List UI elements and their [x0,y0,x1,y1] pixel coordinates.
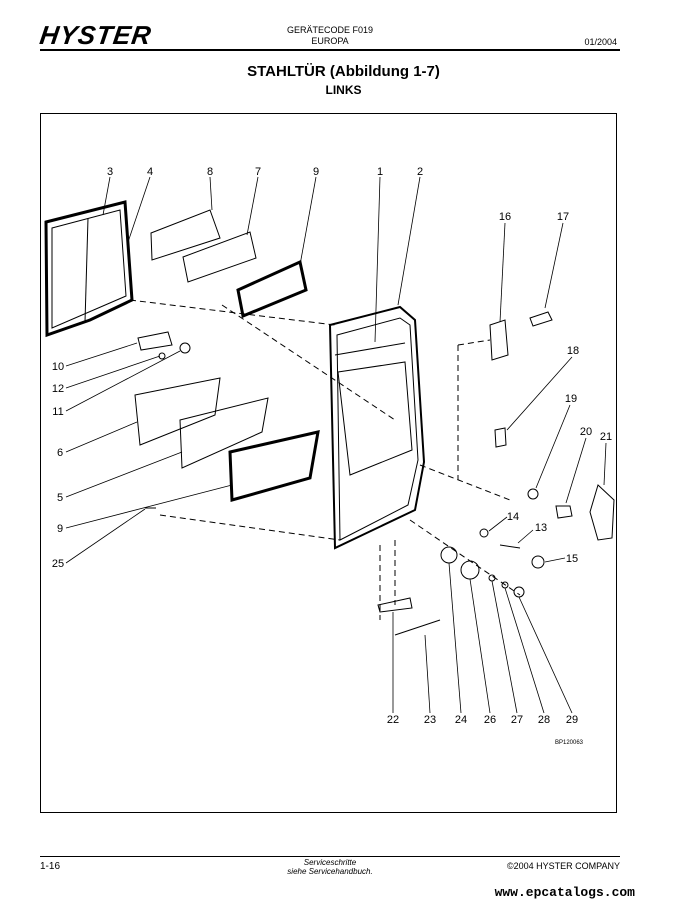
part-8 [150,209,221,261]
callout-20: 20 [580,426,592,438]
callout-5: 5 [57,492,63,504]
part-13-14 [479,528,489,538]
page-number: 1-16 [40,861,61,872]
hyster-logo: HYSTER [37,20,154,50]
part-17-pin [529,311,553,327]
door-frame [328,305,426,550]
page-title: STAHLTÜR (Abbildung 1-7) [247,63,440,80]
website-link[interactable]: www.epcatalogs.com [494,885,635,900]
figure-frame [40,113,617,813]
callout-14: 14 [507,511,519,523]
equipment-code: GERÄTECODE F019 EUROPA [260,25,400,47]
part-19-washer [527,488,539,500]
part-5 [179,397,269,469]
part-upper-glass [44,200,134,338]
callout-2: 2 [417,166,423,178]
exploded-diagram: 3 4 8 7 9 1 2 16 17 18 19 20 21 14 13 15… [44,166,615,746]
callout-18: 18 [567,345,579,357]
part-22-bracket [377,597,413,613]
part-16-hinge [489,319,509,361]
header-rule [40,49,620,51]
part-15-knob [531,555,545,569]
callout-25: 24 [455,714,467,726]
service-note: Serviceschritte siehe Servicehandbuch. [250,858,410,876]
part-25-rosette [440,546,458,564]
callout-21: 21 [600,431,612,443]
callout-9-top: 9 [313,166,319,178]
equipment-code-line2: EUROPA [311,36,349,46]
callout-7: 7 [255,166,261,178]
callout-13: 13 [535,522,547,534]
part-6 [134,377,221,446]
callout-27: 27 [511,714,523,726]
callout-24: 26 [484,714,496,726]
equipment-code-line1: GERÄTECODE F019 [286,25,374,35]
callout-29: 29 [566,714,578,726]
service-note-line1: Serviceschritte [303,858,357,867]
callout-3: 3 [107,166,113,178]
page-subtitle: LINKS [325,83,362,97]
callout-22: 22 [387,714,399,726]
callout-17: 17 [557,211,569,223]
part-23-rod [394,619,441,636]
callout-10: 10 [52,361,64,373]
callout-28: 28 [538,714,550,726]
part-20-bolt [555,505,573,519]
part-7 [182,231,257,283]
callout-1: 1 [377,166,383,178]
part-9-lower [228,430,320,502]
part-11-bush [179,342,191,354]
callout-15: 15 [566,553,578,565]
part-27-nut [488,574,496,582]
part-21-latch [589,484,615,541]
part-29-cap [513,586,525,598]
callout-8: 8 [207,166,213,178]
callout-19: 19 [565,393,577,405]
callout-9-bottom: 9 [57,523,63,535]
figure-ref-code: BP120063 [555,740,584,746]
callout-6: 6 [57,447,63,459]
callout-23: 23 [424,714,436,726]
footer-rule [40,856,620,857]
callout-16: 16 [499,211,511,223]
publication-date: 01/2004 [584,37,617,47]
part-18-bracket [494,427,507,448]
part-9-upper [236,259,308,319]
callout-11: 11 [52,406,63,418]
service-note-line2: siehe Servicehandbuch. [287,867,373,876]
copyright: ©2004 HYSTER COMPANY [507,861,620,871]
callout-4: 4 [147,166,153,178]
part-24-hub [460,560,480,580]
callout-12: 12 [52,383,64,395]
callout-26: 25 [52,558,64,570]
part-10-hinge [137,331,173,351]
